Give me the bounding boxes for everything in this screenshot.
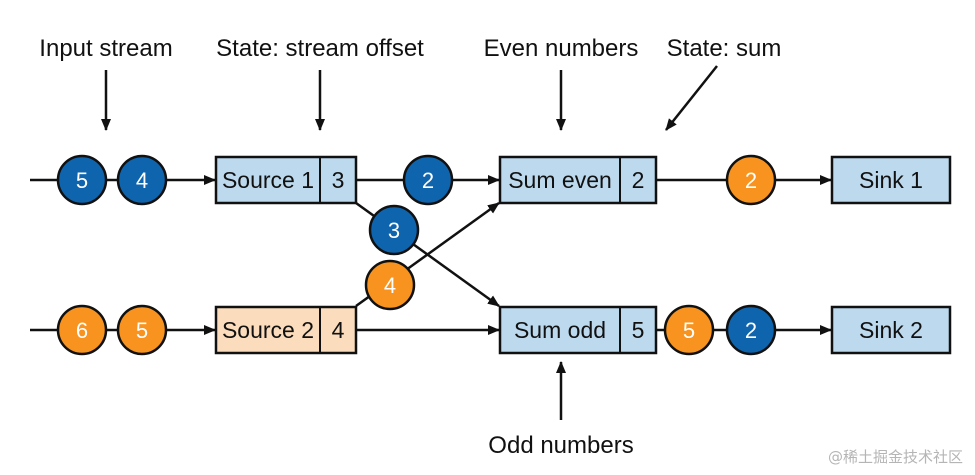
source-2-box: Source 2 4 [214,305,358,355]
sink-2-name: Sink 2 [859,317,923,343]
source-1-box: Source 1 3 [214,155,358,205]
svg-text:2: 2 [422,168,434,193]
svg-text:5: 5 [76,168,88,193]
sum-odd-box: Sum odd 5 [498,305,658,355]
token-input1-5: 5 [56,154,108,206]
sum-odd-name: Sum odd [514,317,606,343]
sink-1-box: Sink 1 [830,155,952,205]
token-source2-to-even-4: 4 [364,259,416,311]
svg-text:3: 3 [388,218,400,243]
token-source1-to-even-2: 2 [402,154,454,206]
token-even-to-sink1-2: 2 [725,154,777,206]
sum-odd-state: 5 [632,317,645,343]
sink-2-box: Sink 2 [830,305,952,355]
sum-even-state: 2 [632,167,645,193]
source-2-state: 4 [332,317,345,343]
label-odd-numbers: Odd numbers [488,432,633,459]
sink-1-name: Sink 1 [859,167,923,193]
label-state-stream-offset: State: stream offset [216,35,424,62]
source-2-name: Source 2 [222,317,314,343]
token-input2-5: 5 [116,304,168,356]
token-input2-6: 6 [56,304,108,356]
watermark: @稀土掘金技术社区 [827,448,963,466]
label-state-sum: State: sum [667,35,782,62]
svg-text:4: 4 [136,168,148,193]
svg-text:2: 2 [745,318,757,343]
label-even-numbers: Even numbers [484,35,639,62]
svg-text:6: 6 [76,318,88,343]
svg-text:5: 5 [136,318,148,343]
token-odd-to-sink2-5: 5 [663,304,715,356]
svg-text:5: 5 [683,318,695,343]
sum-even-name: Sum even [508,167,612,193]
token-odd-to-sink2-2: 2 [725,304,777,356]
label-input-stream: Input stream [39,35,172,62]
svg-text:2: 2 [745,168,757,193]
token-source1-to-odd-3: 3 [368,204,420,256]
source-1-state: 3 [332,167,345,193]
arrow-state-sum [665,65,718,131]
sum-even-box: Sum even 2 [498,155,658,205]
source-1-name: Source 1 [222,167,314,193]
svg-text:4: 4 [384,273,396,298]
token-input1-4: 4 [116,154,168,206]
